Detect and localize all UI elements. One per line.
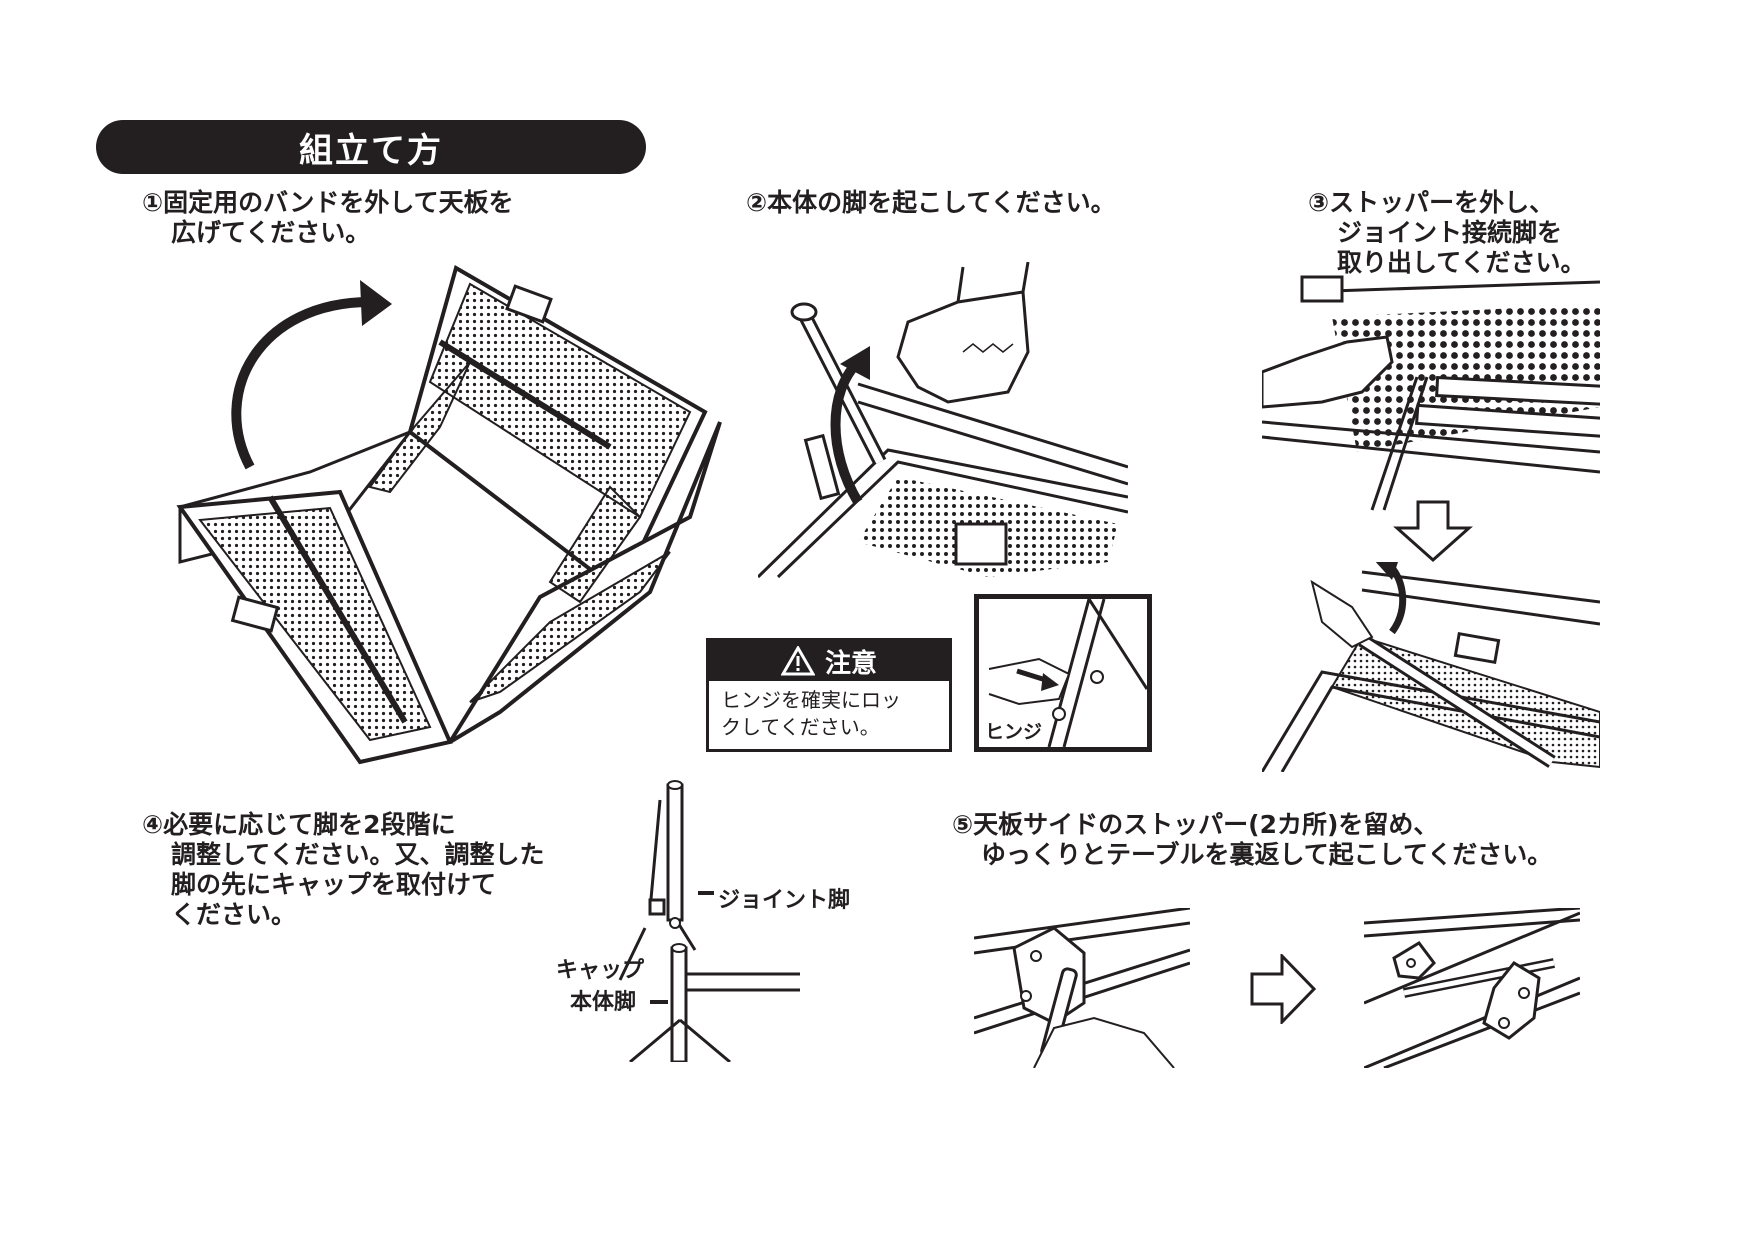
curved-arrow-icon (1375, 562, 1407, 635)
step-1-illustration (170, 262, 730, 772)
warning-triangle-icon (780, 646, 815, 676)
step-5-line-1: 天板サイドのストッパー(2カ所)を留め、 (973, 810, 1439, 839)
caution-header: 注意 (709, 641, 949, 681)
step-4-line-2: 調整してください。又、調整した (171, 840, 545, 869)
step-4-text: ④必要に応じて脚を2段階に 調整してください。又、調整した 脚の先にキャップを取… (142, 810, 545, 930)
step-3-text: ③ストッパーを外し、 ジョイント接続脚を 取り出してください。 (1308, 188, 1586, 278)
step-5-illustration-after (1364, 908, 1580, 1068)
step-4-line-3: 脚の先にキャップを取付けて (171, 870, 497, 899)
step-2-illustration (758, 262, 1128, 582)
right-arrow (1250, 954, 1316, 1024)
step-3-line-2: ジョイント接続脚を (1337, 218, 1563, 247)
hinge-detail-inset: ヒンジ (974, 594, 1152, 752)
cap-label: キャップ (556, 958, 645, 983)
step-1-line-1: 固定用のバンドを外して天板を (163, 188, 514, 217)
down-arrow-icon (1393, 500, 1473, 562)
curved-arrow-icon (830, 346, 870, 505)
step-4-line-4: ください。 (171, 900, 297, 929)
joint-leg-label: ジョイント脚 (718, 888, 851, 913)
caution-line-2: クしてください。 (721, 715, 880, 739)
step-1-number: ① (142, 188, 164, 217)
step-5-illustration-before (974, 908, 1190, 1068)
step-3-number: ③ (1308, 188, 1330, 217)
step-3-line-1: ストッパーを外し、 (1329, 188, 1555, 217)
step-5-text: ⑤天板サイドのストッパー(2カ所)を留め、 ゆっくりとテーブルを裏返して起こして… (952, 810, 1552, 870)
step-4-number: ④ (142, 810, 164, 839)
step-4-illustration (610, 780, 800, 1062)
hinge-label: ヒンジ (985, 721, 1043, 743)
step-1-text: ①固定用のバンドを外して天板を 広げてください。 (142, 188, 514, 248)
caution-line-1: ヒンジを確実にロッ (721, 688, 901, 712)
curved-arrow-icon (231, 280, 392, 470)
step-2-text: ②本体の脚を起こしてください。 (746, 188, 1116, 218)
caution-text: ヒンジを確実にロッ クしてください。 (709, 681, 949, 747)
body-leg-label: 本体脚 (570, 990, 637, 1015)
step-3-line-3: 取り出してください。 (1337, 248, 1586, 277)
step-5-number: ⑤ (952, 810, 974, 839)
step-3-illustration-top (1262, 262, 1600, 514)
step-1-line-2: 広げてください。 (171, 218, 371, 247)
step-2-line-1: 本体の脚を起こしてください。 (767, 188, 1116, 217)
caution-heading: 注意 (824, 648, 877, 679)
down-arrow (1393, 500, 1473, 562)
right-arrow-icon (1250, 954, 1316, 1024)
section-title: 組立て方 (96, 120, 646, 174)
step-4-line-1: 必要に応じて脚を2段階に (163, 810, 456, 839)
step-5-line-2: ゆっくりとテーブルを裏返して起こしてください。 (981, 840, 1553, 869)
step-3-illustration-bottom (1262, 562, 1600, 772)
step-2-number: ② (746, 188, 768, 217)
caution-box: 注意 ヒンジを確実にロッ クしてください。 (706, 638, 952, 752)
